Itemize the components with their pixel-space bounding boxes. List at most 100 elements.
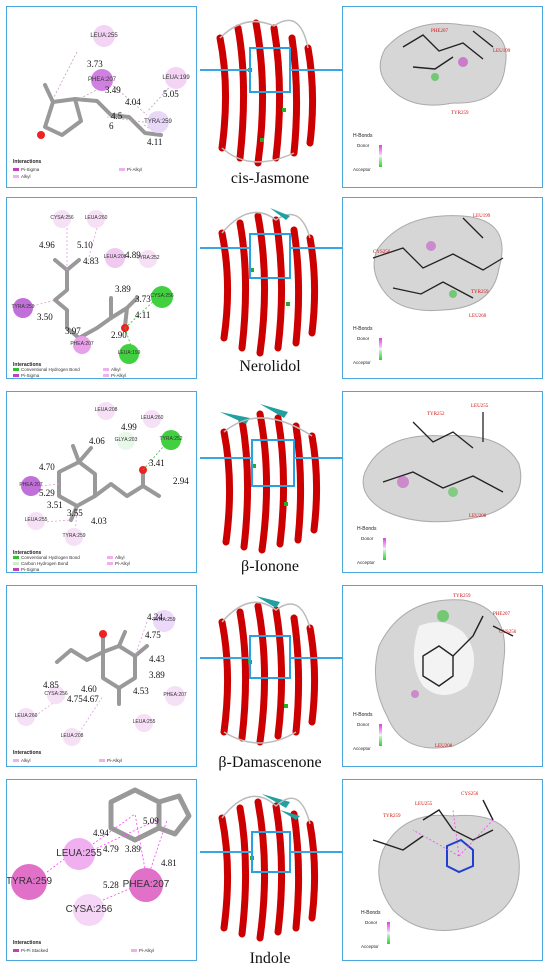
hbonds-title: H-Bonds	[353, 133, 373, 139]
ligand-structure	[24, 227, 158, 353]
binding-site-box	[251, 439, 295, 487]
legend-pi-sigma: Pi-Sigma	[13, 167, 39, 172]
distance-label: 4.96	[39, 240, 55, 250]
distance-label: 5.28	[103, 880, 119, 890]
legend-pi-sigma: Pi-Sigma	[13, 373, 39, 378]
legend-pi-sigma: Pi-Sigma	[13, 567, 39, 572]
connector-line	[200, 851, 252, 853]
distance-label: 4.03	[91, 516, 107, 526]
connector-line	[200, 457, 252, 459]
binding-pocket-panel: LEU199 CYS256 TYR259 LEU260 H-Bonds Dono…	[342, 197, 543, 379]
site-label: CYS256	[373, 250, 391, 255]
distance-label: 3.73	[87, 59, 103, 69]
legend-carbon-hbond: Carbon Hydrogen Bond	[13, 561, 68, 566]
connector-line	[294, 457, 342, 459]
binding-pocket-panel: TYR259 PHE207 CYS256 LEU208 H-Bonds Dono…	[342, 585, 543, 767]
protein-structure	[216, 19, 317, 167]
legend-pi-alkyl: Pi-Alkyl	[119, 167, 142, 172]
site-label: PHE207	[493, 612, 510, 617]
distance-label: 4.70	[39, 462, 55, 472]
hbonds-donor: Donor	[365, 920, 378, 925]
site-label: CYS256	[499, 630, 517, 635]
distance-label: 4.11	[147, 137, 163, 147]
distance-label: 2.94	[173, 476, 189, 486]
distance-label: 4.79	[103, 844, 119, 854]
distance-label: 4.60	[81, 684, 97, 694]
distance-label: 3.89	[115, 284, 131, 294]
site-label: LEU208	[469, 514, 487, 519]
molecule-name: Nerolidol	[239, 358, 301, 375]
legend-hbond: Conventional Hydrogen Bond	[13, 367, 80, 372]
distance-label: 4.83	[83, 256, 99, 266]
molecule-name: Indole	[249, 950, 291, 967]
connector-line	[200, 69, 250, 71]
site-label: LEU255	[415, 802, 433, 807]
interactions-title: Interactions	[13, 940, 42, 946]
distance-label: 4.99	[121, 422, 137, 432]
molecule-name: β-Ionone	[241, 558, 299, 575]
binding-pocket-surface	[374, 599, 514, 749]
hbonds-acceptor: Acceptor	[361, 944, 379, 949]
site-label: PHE207	[431, 29, 448, 34]
molecule-name: β-Damascenone	[218, 754, 322, 771]
hbonds-gradient	[387, 922, 390, 944]
distance-label: 4.04	[125, 97, 141, 107]
distance-label: 4.43	[149, 654, 165, 664]
hbonds-gradient	[379, 724, 382, 746]
site-label: LEU208	[435, 744, 453, 749]
site-label: CYS256	[461, 792, 479, 797]
site-label: TYR259	[471, 290, 489, 295]
binding-site-box	[249, 233, 291, 279]
protein-structure	[218, 596, 319, 746]
hbonds-acceptor: Acceptor	[353, 746, 371, 751]
protein-structure	[218, 208, 319, 357]
connector-line	[290, 69, 342, 71]
distance-label: 3.49	[105, 85, 121, 95]
distance-label: 4.67	[83, 694, 99, 704]
distance-label: 5.29	[39, 488, 55, 498]
distance-label: 4.81	[161, 858, 177, 868]
distance-label: 4.85	[43, 680, 59, 690]
hbonds-donor: Donor	[361, 536, 374, 541]
binding-pocket-panel: TYR252 LEU255 LEU208 H-Bonds Donor Accep…	[342, 391, 543, 573]
interactions-title: Interactions	[13, 362, 42, 368]
connector-line	[290, 247, 342, 249]
hbonds-title: H-Bonds	[361, 910, 381, 916]
distance-label: 4.94	[93, 828, 109, 838]
legend-alkyl: Alkyl	[107, 555, 125, 560]
binding-pocket-surface	[362, 412, 522, 523]
protein-structure	[218, 794, 319, 942]
legend-pi-alkyl: Pi-Alkyl	[107, 561, 130, 566]
hbonds-title: H-Bonds	[353, 712, 373, 718]
hbonds-acceptor: Acceptor	[353, 167, 371, 172]
legend-alkyl: Alkyl	[13, 174, 31, 179]
legend-pi-alkyl: Pi-Alkyl	[99, 758, 122, 763]
distance-label: 4.75	[67, 694, 83, 704]
legend-pi-alkyl: Pi-Alkyl	[103, 373, 126, 378]
hbonds-gradient	[383, 538, 386, 560]
protein-structure	[220, 404, 321, 554]
connector-line	[200, 247, 250, 249]
interactions-title: Interactions	[13, 550, 42, 556]
interactions-title: Interactions	[13, 750, 42, 756]
site-label: TYR259	[451, 111, 469, 116]
oxygen-atom	[37, 131, 45, 139]
